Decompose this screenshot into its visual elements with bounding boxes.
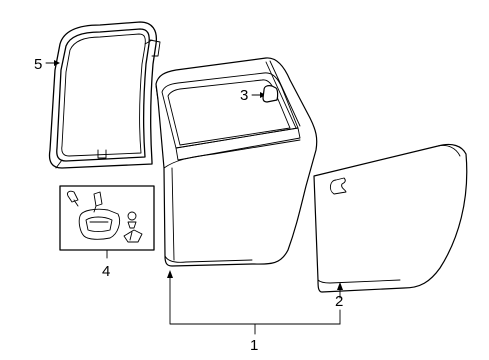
callout-4: 4 — [102, 249, 110, 280]
door-weatherstrip — [48, 21, 161, 169]
door-shell — [155, 57, 318, 267]
callout-1-label: 1 — [250, 337, 258, 354]
outer-door-panel — [313, 143, 468, 293]
callout-4-label: 4 — [102, 263, 110, 280]
callout-3-label: 3 — [240, 87, 248, 104]
handle-parts-box — [59, 185, 155, 251]
callout-5-label: 5 — [34, 56, 42, 73]
door-insulator-pad — [262, 85, 279, 103]
callout-1: 1 — [167, 270, 341, 354]
callout-2-label: 2 — [335, 293, 343, 310]
callout-5: 5 — [34, 56, 60, 73]
callout-2: 2 — [335, 282, 343, 325]
